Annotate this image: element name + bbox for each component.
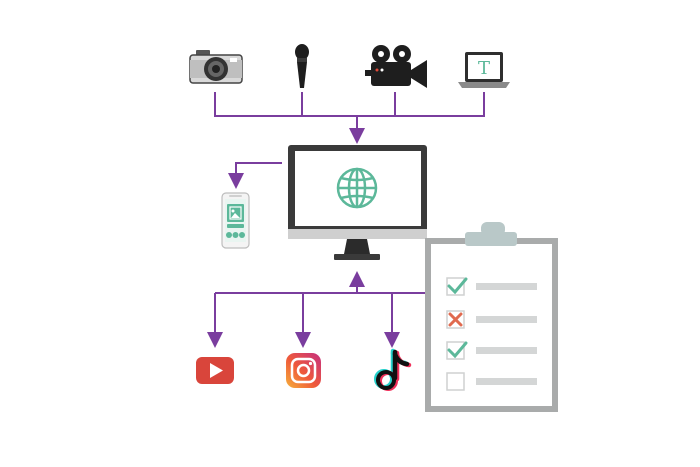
checkbox[interactable]	[446, 341, 465, 360]
source-connector-line	[214, 92, 485, 117]
checkbox[interactable]	[446, 372, 465, 391]
globe-icon	[336, 167, 378, 209]
tiktok-icon	[374, 348, 412, 391]
checklist-line	[476, 316, 537, 323]
microphone-icon	[295, 44, 309, 88]
checkbox[interactable]	[446, 277, 465, 296]
check-icon	[447, 277, 468, 295]
checklist-item	[446, 372, 537, 391]
film-camera-icon	[365, 45, 427, 88]
checklist-clipboard	[425, 222, 558, 412]
checklist-line	[476, 347, 537, 354]
check-icon	[447, 341, 468, 359]
connector-lines	[207, 92, 485, 348]
desktop-monitor	[288, 145, 427, 260]
instagram-icon	[286, 353, 321, 388]
checklist-item	[446, 310, 537, 329]
checklist-line	[476, 378, 537, 385]
checklist-item	[446, 341, 537, 360]
checklist-line	[476, 283, 537, 290]
youtube-icon	[196, 357, 234, 384]
clipboard-clip-icon	[465, 222, 517, 246]
photo-camera-icon	[189, 50, 243, 84]
checkbox[interactable]	[446, 310, 465, 329]
smartphone-icon	[221, 192, 250, 249]
laptop-screen-letter: T	[478, 58, 490, 79]
checklist-item	[446, 277, 537, 296]
laptop-icon: T	[458, 52, 510, 88]
cross-icon	[448, 312, 463, 327]
arrow-to-phone	[228, 162, 282, 189]
